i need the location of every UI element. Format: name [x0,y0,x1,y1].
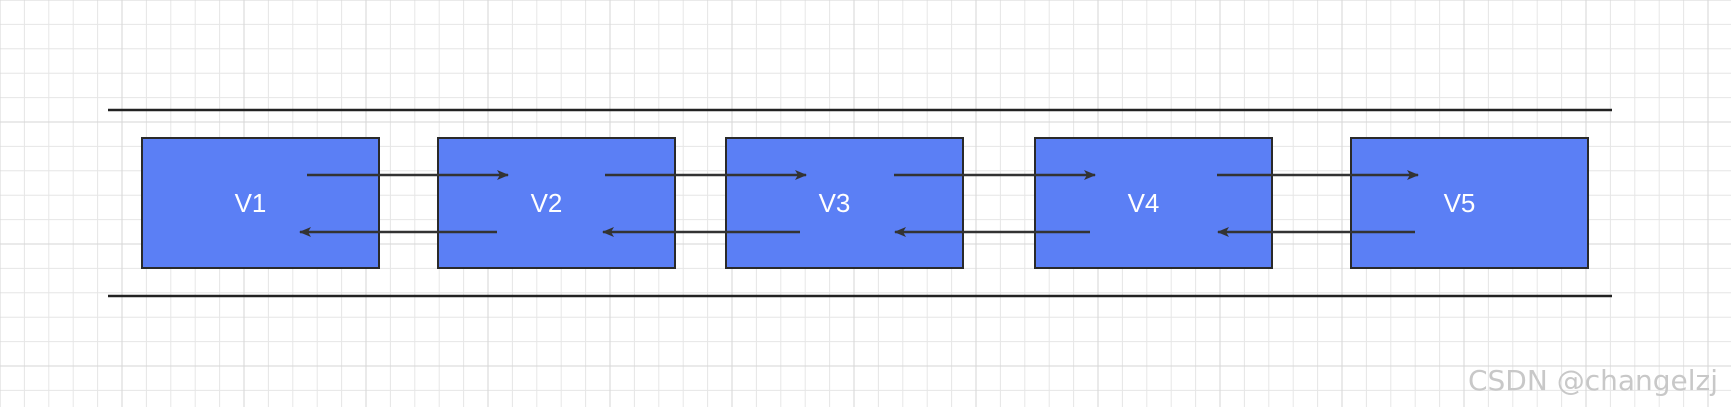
node-box-v2 [437,137,676,269]
node-label-v2: V2 [531,188,563,218]
node-box-v5 [1350,137,1589,269]
node-v3: V3 [725,137,964,269]
node-v2: V2 [437,137,676,269]
node-v1: V1 [141,137,380,269]
node-box-v4 [1034,137,1273,269]
node-box-v3 [725,137,964,269]
nodes-layer: V1 V2 V3 V4 V5 [141,137,1589,269]
watermark-text: CSDN @changelzj [1468,364,1718,397]
node-label-v1: V1 [235,188,267,218]
node-label-v4: V4 [1128,188,1160,218]
edges-layer [299,170,1419,237]
node-v4: V4 [1034,137,1273,269]
node-box-v1 [141,137,380,269]
node-v5: V5 [1350,137,1589,269]
node-label-v3: V3 [819,188,851,218]
node-label-v5: V5 [1444,188,1476,218]
